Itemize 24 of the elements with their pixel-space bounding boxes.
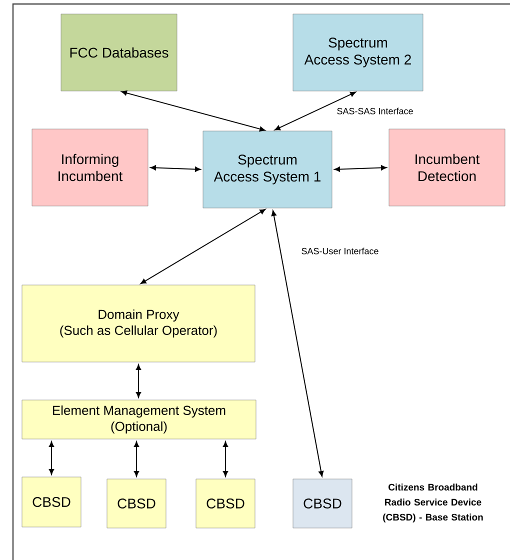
device-box: CBSD: [22, 476, 82, 528]
edge-label: SAS-SAS Interface: [336, 106, 414, 116]
system-box: Spectrum Access System 1: [202, 130, 332, 208]
device-box: CBSD: [106, 478, 166, 528]
system-box: Spectrum Access System 2: [292, 14, 424, 92]
database-box: FCC Databases: [60, 14, 178, 92]
edge-label: SAS-User Interface: [300, 246, 380, 256]
device-box: CBSD: [196, 478, 256, 528]
arrow: [140, 208, 266, 284]
device-box: CBSD: [292, 478, 352, 528]
legend-note: Citizens Broadband Radio Service Device (CBSD) - Base Station: [383, 484, 483, 522]
arrow: [334, 165, 387, 172]
arrow: [271, 210, 324, 477]
arrow: [48, 441, 54, 475]
process-box: Incumbent Detection: [388, 128, 506, 206]
arrow: [150, 165, 201, 172]
arrow: [134, 441, 140, 477]
process-box: Informing Incumbent: [32, 128, 148, 206]
proxy-box: Domain Proxy (Such as Cellular Operator): [22, 284, 256, 362]
arrow: [274, 92, 356, 130]
arrow: [121, 90, 266, 132]
management-box: Element Management System (Optional): [22, 400, 256, 440]
arrow: [136, 364, 142, 398]
arrow: [222, 441, 228, 477]
